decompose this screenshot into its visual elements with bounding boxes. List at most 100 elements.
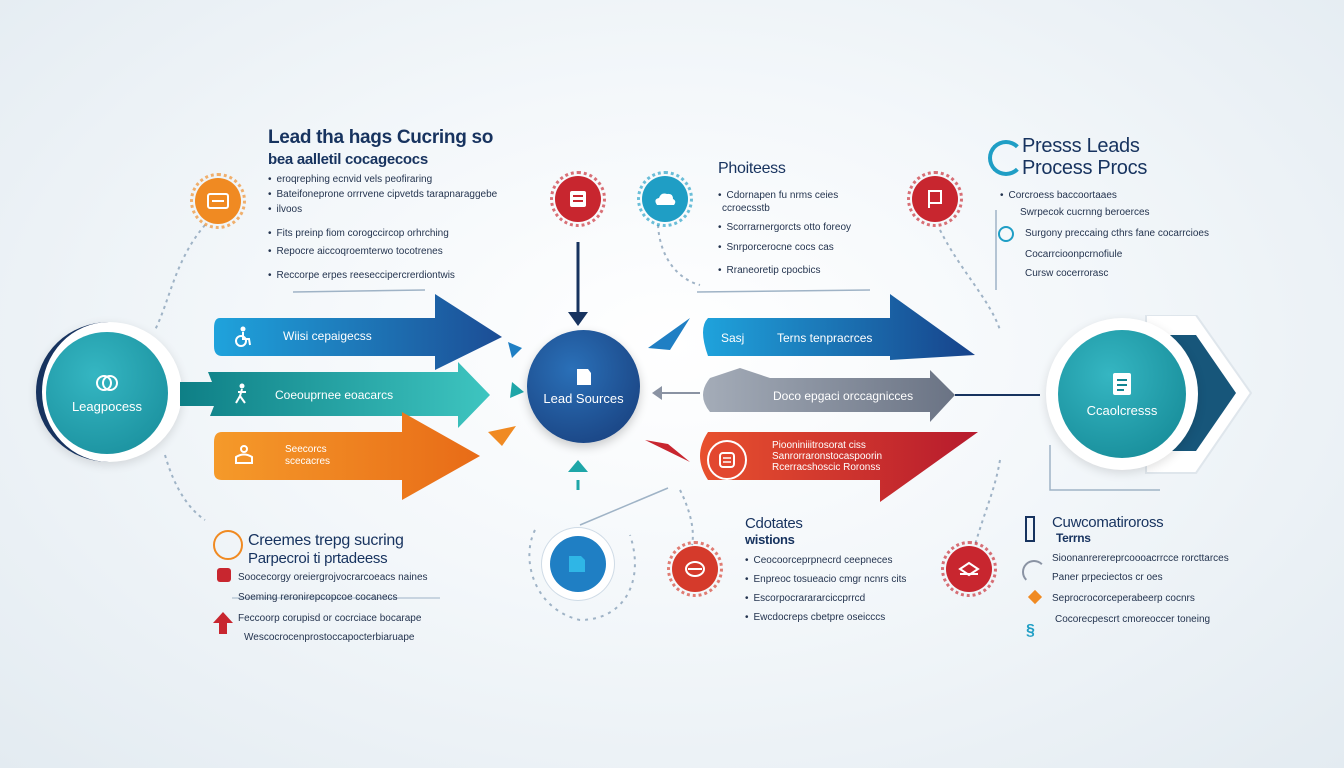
- bracket-line: [1049, 445, 1160, 491]
- small-arrow-orange: [488, 426, 516, 446]
- dashed-connector: [939, 229, 1001, 331]
- middle-top-title: Phoiteess: [718, 160, 786, 177]
- left-arrow-blue: [214, 294, 502, 370]
- top-left-subtitle: bea aalletil cocagecocs: [268, 151, 428, 168]
- right-arrow-blue: [703, 294, 975, 360]
- bottom-left-title: Creemes trepg sucring: [248, 532, 404, 549]
- right-arrow-label: Doco epgaci orccagnicces: [773, 389, 914, 403]
- bottom-middle-line: Ewcdocreps cbetpre oseicccs: [745, 612, 906, 623]
- bracket-line: [292, 289, 426, 293]
- bottom-right-block: Cuwcomatiroross Terrns: [1052, 514, 1164, 545]
- orange-ring-icon: [213, 530, 243, 560]
- left-arrow-teal: [180, 362, 490, 428]
- top-left-line: Reccorpe erpes reeseccipercrerdiontwis: [268, 270, 497, 281]
- top-right-line: Swrpecok cucrnng beroerces: [1020, 207, 1150, 218]
- bottom-right-line: Sioonanrerereprcoooacrrcce rorcttarces: [1052, 553, 1229, 564]
- right-arrow-gray: [703, 368, 955, 422]
- bottom-middle-subtitle: wistions: [745, 532, 795, 547]
- arc-icon: [1022, 560, 1046, 584]
- left-circle-label: Leagpocess: [71, 398, 143, 414]
- right-arrow-label: Piooniniiitrosorat ciss Sanrorraronstoca…: [772, 440, 883, 473]
- bottom-left-line: Soocecorgy oreiergrojvocrarcoeacs naines: [238, 572, 428, 583]
- top-right-line: Cocarrcioonpcrnofiule: [1025, 249, 1123, 260]
- center-circle-label: Lead Sources: [543, 391, 624, 406]
- top-right-block: Presss Leads Process Procs: [1022, 135, 1147, 179]
- flag-bullet-icon: [217, 568, 231, 582]
- bottom-left-line: Soeming reronirepcopcoe cocanecs: [238, 592, 398, 603]
- bottom-right-line: Cocorecpescrt cmoreoccer toneing: [1055, 614, 1211, 625]
- message-icon: [719, 452, 735, 468]
- middle-top-line: Scorrarnergorcts otto foreoy: [718, 222, 852, 233]
- small-arrow-blue-right: [648, 318, 690, 350]
- book-badge: [550, 171, 606, 227]
- s-icon: §: [1026, 622, 1035, 639]
- middle-top-block: Phoiteess Cdornapen fu nrms ceies ccroec…: [718, 160, 851, 276]
- bottom-left-line: Feccoorp corupisd or cocrciace bocarape: [238, 613, 422, 624]
- cycle-connector: [528, 529, 636, 622]
- right-arrow-label: Terns tenpracrces: [777, 331, 873, 345]
- bottom-left-line: Wescocrocenprostoccapocterbiaruape: [244, 632, 415, 643]
- top-left-line: Repocre aiccoqroemterwo tocotrenes: [268, 246, 497, 257]
- chart-icon: [569, 556, 585, 572]
- document-icon: [1113, 372, 1131, 395]
- middle-top-line: Snrporcerocne cocs cas: [718, 242, 851, 253]
- message-badge: [707, 440, 747, 480]
- left-arrow-label: Wiisi cepaigecss: [283, 329, 372, 343]
- top-left-line: Bateifoneprone orrrvene cipvetds tarapna…: [268, 189, 498, 200]
- middle-top-line: Cdornapen fu nrms ceies: [718, 190, 851, 201]
- bottom-middle-line: Ceocoorceprpnecrd ceepneces: [745, 555, 906, 566]
- top-left-block: Lead tha hags Cucring so bea aalletil co…: [268, 127, 497, 281]
- arrow-up-head: [568, 460, 588, 472]
- top-right-line: Cursw cocerrorasc: [1025, 268, 1109, 279]
- circle-bullet-icon: [998, 226, 1014, 242]
- left-arrows: [180, 294, 502, 500]
- c-logo-icon: [988, 140, 1024, 176]
- dashed-connector: [974, 459, 1001, 546]
- bottom-middle-line: Escorpocrarararciccprrcd: [745, 593, 906, 604]
- small-arrow-blue: [508, 342, 522, 358]
- flag-badge: [907, 171, 963, 227]
- figure-icon: [228, 380, 256, 408]
- bottom-right-title: Cuwcomatiroross: [1052, 514, 1164, 531]
- right-arrow-lead: Sasj: [721, 331, 745, 345]
- arrow-up-icon: [213, 612, 233, 634]
- bottom-right-line: Paner prpeciectos cr oes: [1052, 572, 1163, 583]
- right-circle: Ccaolcresss: [1058, 330, 1186, 458]
- top-right-title: Presss Leads: [1022, 135, 1140, 157]
- small-arrow-teal: [510, 382, 524, 398]
- top-right-line: Corcroess baccoortaaes: [1000, 190, 1209, 201]
- document-icon: [576, 369, 591, 385]
- wheelchair-icon: [229, 323, 257, 351]
- arrow-left-head: [652, 386, 662, 400]
- right-arrow-red: [700, 432, 978, 502]
- left-arrow-orange: [214, 412, 480, 500]
- left-arrow-label: Coeouprnee eoacarcs: [275, 388, 394, 402]
- bottom-left-block: Creemes trepg sucring Parpecroi ti prtad…: [248, 532, 404, 567]
- dashed-connector: [164, 454, 206, 521]
- bottom-middle-line: Enpreoc tosueacio cmgr ncnrs cits: [745, 574, 907, 585]
- person-icon: [230, 440, 258, 468]
- bottom-right-line: Seprocrocorceperabeerp cocnrs: [1052, 593, 1195, 604]
- document-badge: [190, 173, 246, 229]
- bottom-right-subtitle: Terrns: [1056, 531, 1091, 545]
- folder-badge: [667, 541, 723, 597]
- top-right-lines: Corcroess baccoortaaes Swrpecok cucrnng …: [1000, 190, 1209, 279]
- bracket-line: [696, 289, 871, 293]
- chart-badge: [550, 536, 606, 592]
- bottom-middle-title: Cdotates: [745, 515, 803, 532]
- top-right-line: Surgony preccaing cthrs fane cocarrcioes: [1025, 228, 1209, 239]
- middle-top-line: Rraneoretip cpocbics: [718, 265, 851, 276]
- right-circle-label: Ccaolcresss: [1086, 402, 1158, 418]
- center-circle: Lead Sources: [527, 330, 640, 443]
- small-arrow-red: [645, 440, 690, 462]
- bottom-left-subtitle: Parpecroi ti prtadeess: [248, 550, 388, 567]
- stack-badge: [941, 541, 997, 597]
- bottom-middle-block: Cdotates wistions Ceocoorceprpnecrd ceep…: [745, 515, 906, 623]
- top-right-subtitle: Process Procs: [1022, 157, 1148, 179]
- left-arrow-label: Seecorcs scecacres: [285, 444, 331, 467]
- dashed-connector: [154, 224, 206, 331]
- dashed-connector: [657, 224, 701, 286]
- bracket-icon: [1025, 516, 1035, 542]
- cloud-badge: [637, 171, 693, 227]
